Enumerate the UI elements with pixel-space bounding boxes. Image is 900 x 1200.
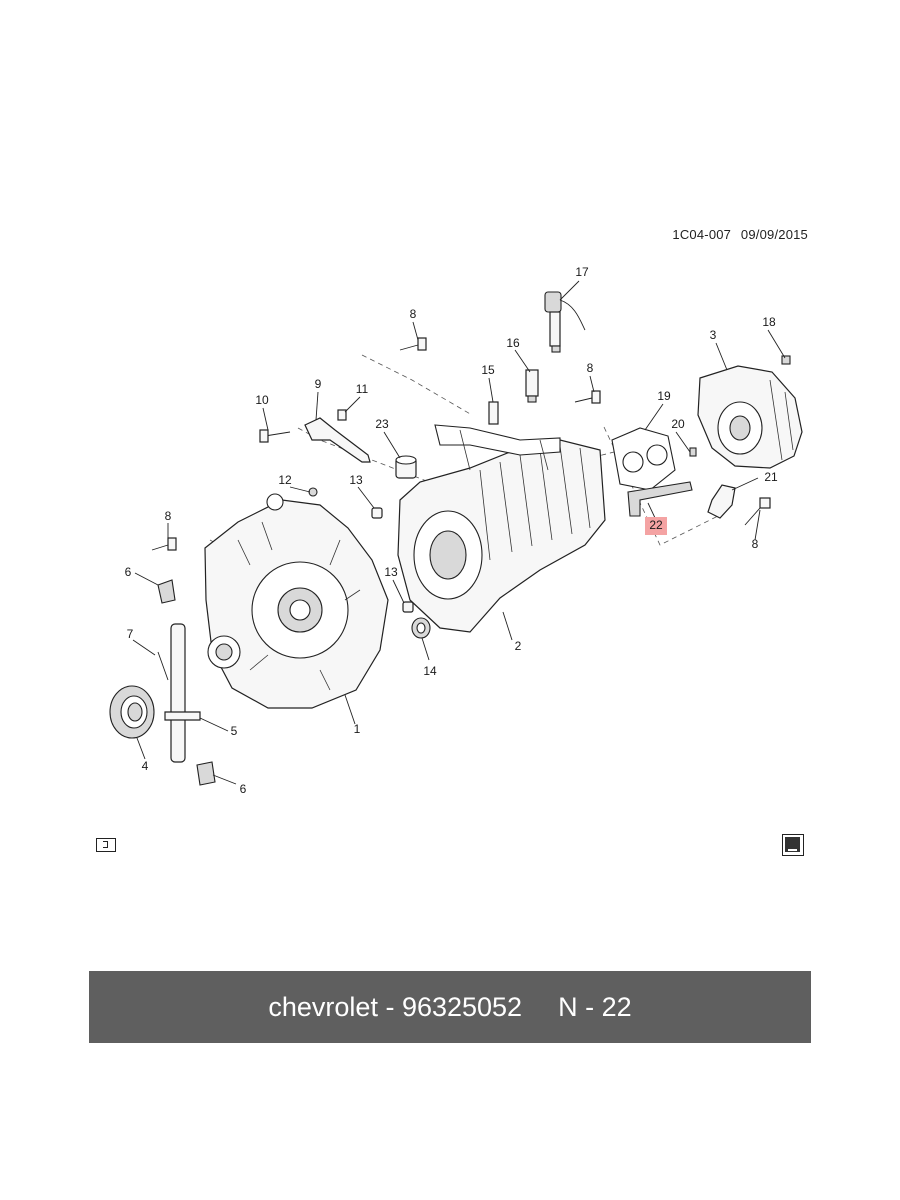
dowel-part — [402, 601, 414, 613]
callout-label: 13 — [349, 473, 363, 487]
callout-label: 5 — [231, 724, 238, 738]
callout-label: 11 — [356, 382, 369, 396]
bolt-part — [744, 497, 771, 526]
callout-label: 10 — [255, 393, 269, 407]
transmission-case-part — [397, 424, 606, 633]
footer-brand-part: chevrolet - 96325052 — [268, 991, 523, 1022]
dowel-part — [371, 507, 383, 519]
gm-logo-icon — [782, 834, 804, 856]
fork-lever-part — [304, 417, 371, 463]
plug-part — [525, 369, 539, 403]
pin-part — [488, 401, 499, 425]
leader-lines — [132, 280, 786, 785]
bracket-part — [627, 481, 693, 517]
shift-lug-part — [707, 484, 736, 519]
bolt-part — [574, 390, 601, 404]
clip-part — [337, 409, 347, 421]
callout-label: 19 — [657, 389, 671, 403]
fitting-part — [308, 487, 318, 497]
pivot-bolt-part — [259, 429, 291, 443]
callout-label: 17 — [575, 265, 589, 279]
navigation-icon[interactable] — [96, 838, 116, 852]
bushing-part — [395, 455, 417, 479]
callout-label: 3 — [710, 328, 717, 342]
extension-housing-part — [697, 365, 803, 469]
sensor-part — [544, 291, 586, 353]
bolt-part — [399, 337, 427, 351]
callout-label: 8 — [587, 361, 594, 375]
footer-position: N - 22 — [558, 991, 632, 1022]
exploded-parts-diagram: 1718816315819911102023131221228861372145… — [109, 265, 803, 796]
callout-label: 18 — [762, 315, 776, 329]
callout-label: 7 — [127, 627, 134, 641]
callout-label: 22 — [649, 518, 663, 532]
callout-label: 15 — [481, 363, 495, 377]
drawing-code: 1C04-007 — [672, 227, 732, 242]
callout-label: 1 — [354, 722, 361, 736]
screw-part — [781, 355, 791, 365]
gasket-part — [611, 427, 676, 491]
callout-label: 8 — [165, 509, 172, 523]
bolt-part — [151, 537, 177, 551]
drawing-reference: 1C04-007 09/09/2015 — [590, 227, 808, 242]
seal-part — [411, 617, 431, 639]
small-pin-part — [689, 447, 697, 457]
callout-label: 6 — [125, 565, 132, 579]
callout-label: 16 — [506, 336, 520, 350]
drawing-date: 09/09/2015 — [740, 227, 808, 242]
callout-label: 20 — [671, 417, 685, 431]
callout-label: 2 — [515, 639, 522, 653]
callout-label: 14 — [423, 664, 437, 678]
callout-label: 4 — [142, 759, 149, 773]
callout-highlight — [645, 517, 667, 535]
clutch-housing-part — [204, 493, 389, 709]
callout-label: 8 — [752, 537, 759, 551]
callout-label: 23 — [375, 417, 389, 431]
callout-label: 6 — [240, 782, 247, 796]
callout-label: 9 — [315, 377, 322, 391]
callout-label: 13 — [384, 565, 398, 579]
release-rod-part — [157, 579, 216, 786]
callout-label: 21 — [764, 470, 778, 484]
footer-bar: chevrolet - 96325052 N - 22 — [89, 971, 811, 1043]
callout-label: 8 — [410, 307, 417, 321]
callout-label: 12 — [278, 473, 292, 487]
release-bearing-part — [109, 685, 155, 739]
